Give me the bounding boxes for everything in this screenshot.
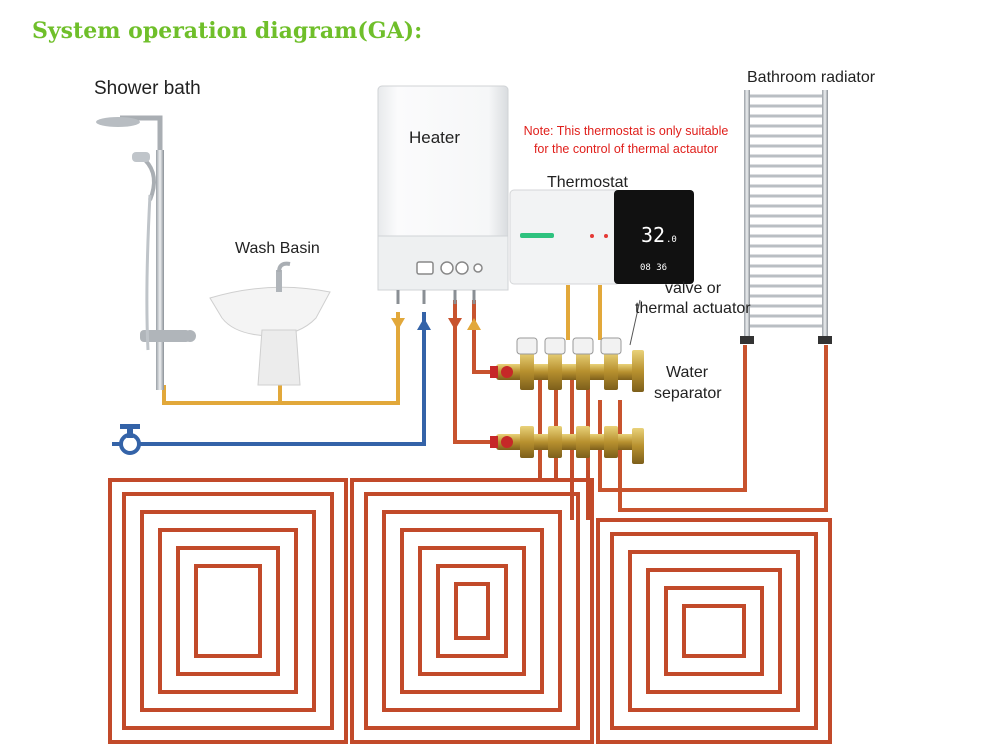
thermostat-clock: 08 36	[640, 263, 667, 273]
shower-fixture	[96, 115, 196, 390]
heating-loop-zone3-outer	[596, 518, 832, 744]
floor-heating-loops	[108, 460, 832, 744]
heating-loop-zone3-ring5	[682, 604, 746, 658]
heating-loop-zone1-ring4	[176, 546, 280, 676]
shower-label: Shower bath	[94, 78, 201, 99]
heating-loop-zone1-ring3	[158, 528, 298, 694]
heater-label: Heater	[409, 128, 461, 147]
radiator-label: Bathroom radiator	[747, 69, 876, 86]
actuator-label-line2: thermal actuator	[635, 300, 751, 317]
note-line-2: for the control of thermal actautor	[533, 142, 719, 156]
cold-water-pipe	[112, 312, 426, 446]
heating-loop-zone2-ring3	[400, 528, 544, 694]
heating-loop-zone1-ring2	[140, 510, 316, 712]
heating-loop-zone3-ring3	[646, 568, 782, 694]
thermostat-temp-decimal: .0	[666, 235, 677, 245]
diagram-title: System operation diagram(GA):	[32, 18, 423, 44]
bathroom-radiator	[740, 90, 832, 344]
heating-loop-zone1-outer	[108, 478, 348, 744]
wash-basin-label: Wash Basin	[235, 240, 320, 257]
heating-loop-zone2-ring2	[382, 510, 562, 712]
heating-loop-zone2-ring6	[454, 582, 490, 640]
separator-label-line2: separator	[654, 385, 722, 402]
thermal-actuator-heads	[516, 337, 622, 355]
heating-loop-zone2-outer	[350, 478, 594, 744]
heater-unit	[377, 85, 509, 304]
actuator-label-line1: valve or	[665, 280, 722, 297]
heating-loop-zone3-ring4	[664, 586, 764, 676]
actuator-leader	[629, 299, 641, 346]
heating-loop-zone2-ring4	[418, 546, 526, 676]
heating-loop-zone3-ring1	[610, 532, 818, 730]
heater-controls	[416, 261, 483, 275]
note-line-1: Note: This thermostat is only suitable	[523, 124, 729, 138]
heating-loop-zone2-ring1	[364, 492, 580, 730]
heating-loop-zone3-ring2	[628, 550, 800, 712]
hot-water-supply-pipe	[162, 285, 602, 405]
thermostat-temp: 32	[641, 223, 665, 247]
note-text: Note: This thermostat is only suitable f…	[508, 122, 744, 158]
thermostat-label: Thermostat	[547, 174, 628, 191]
heating-loop-zone1-ring1	[122, 492, 334, 730]
separator-label-line1: Water	[666, 364, 709, 381]
cold-water-valve-icon	[119, 424, 141, 455]
thermostat-device: 32 .0 08 36	[509, 189, 694, 285]
heating-loop-zone1-ring5	[194, 564, 262, 658]
water-separator	[490, 337, 644, 464]
flow-arrows	[391, 318, 481, 330]
wash-basin	[209, 261, 331, 386]
heating-loop-zone2-ring5	[436, 564, 508, 658]
